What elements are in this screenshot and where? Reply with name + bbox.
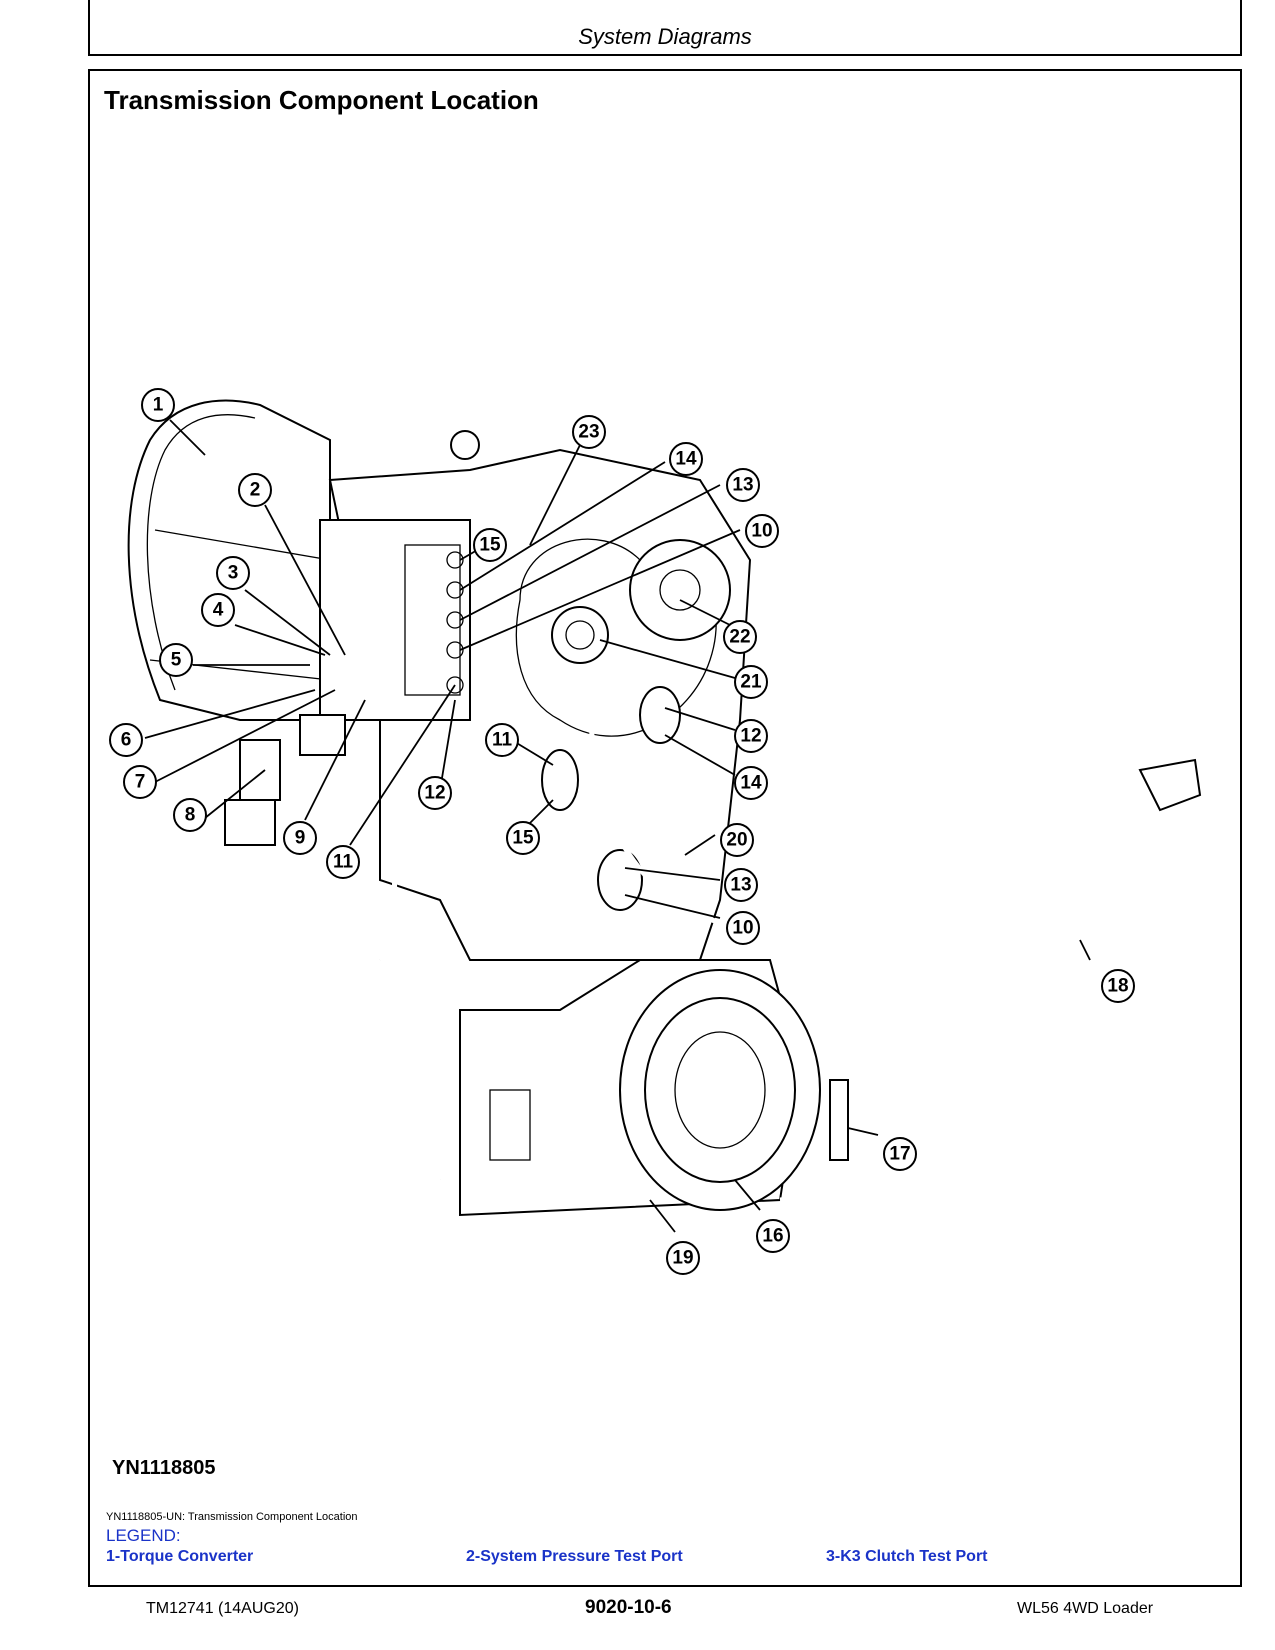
content-frame: Transmission Component Location YN111880… <box>88 69 1242 1587</box>
svg-text:11: 11 <box>333 852 354 873</box>
callout-11-lower-left: 11 <box>326 845 360 879</box>
svg-text:10: 10 <box>751 521 772 542</box>
callout-6: 6 <box>109 723 143 757</box>
callout-4: 4 <box>201 593 235 627</box>
svg-text:5: 5 <box>171 650 182 671</box>
svg-text:8: 8 <box>185 805 196 826</box>
svg-text:9: 9 <box>295 828 306 849</box>
callout-15-upper: 15 <box>473 528 507 562</box>
footer-machine-model: WL56 4WD Loader <box>1017 1600 1154 1617</box>
header-box: System Diagrams <box>88 0 1242 56</box>
callout-8: 8 <box>173 798 207 832</box>
svg-text:23: 23 <box>578 422 599 443</box>
svg-text:21: 21 <box>740 672 762 693</box>
callout-17: 17 <box>883 1137 917 1171</box>
svg-text:11: 11 <box>492 730 513 751</box>
page-title: Transmission Component Location <box>104 85 539 115</box>
svg-text:22: 22 <box>729 627 750 648</box>
legend-label: LEGEND: <box>106 1526 181 1545</box>
svg-text:10: 10 <box>732 918 753 939</box>
svg-text:20: 20 <box>726 830 747 851</box>
callout-14-right: 14 <box>734 766 768 800</box>
svg-text:13: 13 <box>732 475 753 496</box>
svg-text:15: 15 <box>479 535 501 556</box>
footer-manual-id: TM12741 (14AUG20) <box>146 1600 299 1617</box>
footer-page-number: 9020-10-6 <box>585 1597 672 1618</box>
callout-7: 7 <box>123 765 157 799</box>
svg-text:18: 18 <box>1107 976 1128 997</box>
callout-22: 22 <box>723 620 757 654</box>
callout-12-right: 12 <box>734 719 768 753</box>
callout-12-left: 12 <box>418 776 452 810</box>
callout-10-upper: 10 <box>745 514 779 548</box>
legend-item-torque-converter: 1-Torque Converter <box>106 1548 254 1565</box>
callout-1: 1 <box>141 388 175 422</box>
svg-text:19: 19 <box>672 1248 693 1269</box>
figure-id: YN1118805 <box>112 1457 216 1479</box>
callout-21: 21 <box>734 665 768 699</box>
svg-text:12: 12 <box>424 783 445 804</box>
callout-20: 20 <box>720 823 754 857</box>
callout-16: 16 <box>756 1219 790 1253</box>
callout-3: 3 <box>216 556 250 590</box>
callout-23: 23 <box>572 415 606 449</box>
callout-9: 9 <box>283 821 317 855</box>
callout-5: 5 <box>159 643 193 677</box>
callout-15-lower: 15 <box>506 821 540 855</box>
callout-14-upper: 14 <box>669 442 703 476</box>
svg-text:17: 17 <box>889 1144 910 1165</box>
callout-19: 19 <box>666 1241 700 1275</box>
legend-item-k3-clutch-test-port: 3-K3 Clutch Test Port <box>826 1548 988 1565</box>
svg-text:14: 14 <box>675 449 697 470</box>
callout-13-lower: 13 <box>724 868 758 902</box>
figure-caption: YN1118805-UN: Transmission Component Loc… <box>106 1511 358 1523</box>
svg-text:16: 16 <box>762 1226 783 1247</box>
svg-text:13: 13 <box>730 875 751 896</box>
callout-18: 18 <box>1101 969 1135 1003</box>
legend-item-system-pressure-test-port: 2-System Pressure Test Port <box>466 1548 683 1565</box>
callout-11-middle: 11 <box>485 723 519 757</box>
svg-text:2: 2 <box>250 480 261 501</box>
svg-text:12: 12 <box>740 726 761 747</box>
svg-text:7: 7 <box>135 772 146 793</box>
svg-text:6: 6 <box>121 730 132 751</box>
callout-2: 2 <box>238 473 272 507</box>
callout-10-lower: 10 <box>726 911 760 945</box>
section-title: System Diagrams <box>578 24 752 49</box>
callout-13-upper: 13 <box>726 468 760 502</box>
svg-text:3: 3 <box>228 563 239 584</box>
svg-text:1: 1 <box>153 395 164 416</box>
svg-text:4: 4 <box>213 600 224 621</box>
svg-text:15: 15 <box>512 828 534 849</box>
transmission-artwork <box>127 399 1202 1217</box>
svg-text:14: 14 <box>740 773 762 794</box>
